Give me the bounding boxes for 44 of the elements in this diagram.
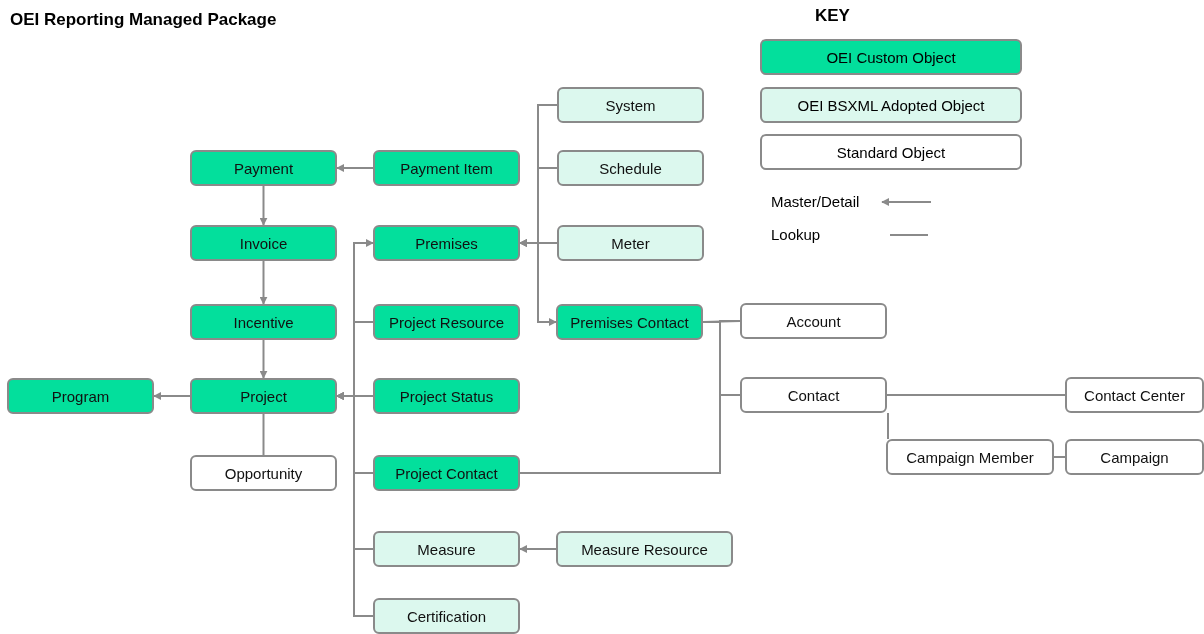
object-box: Campaign Member (886, 439, 1054, 475)
arrow (519, 239, 558, 247)
arrow (259, 260, 268, 305)
object-box: Contact Center (1065, 377, 1204, 413)
arrow (519, 242, 557, 326)
object-box: Program (7, 378, 154, 414)
object-box: Project (190, 378, 337, 414)
connector-line (887, 412, 889, 440)
object-box: Incentive (190, 304, 337, 340)
object-box: Payment Item (373, 150, 520, 186)
object-box: Schedule (557, 150, 704, 186)
connector-line (262, 413, 265, 456)
object-box: Premises Contact (556, 304, 703, 340)
object-box: Measure Resource (556, 531, 733, 567)
arrow (259, 339, 268, 379)
object-box: System (557, 87, 704, 123)
legend-text: OEI BSXML Adopted Object (797, 96, 985, 114)
arrow (336, 164, 374, 172)
legend-text: OEI Custom Object (826, 48, 956, 66)
legend-text: Master/Detail (771, 193, 860, 210)
arrow (336, 392, 374, 617)
object-box: Meter (557, 225, 704, 261)
arrow (259, 185, 268, 226)
object-box: Premises (373, 225, 520, 261)
object-box: Certification (373, 598, 520, 634)
legend-text: Lookup (771, 226, 821, 243)
object-box: Measure (373, 531, 520, 567)
object-box: Contact (740, 377, 887, 413)
legend-text: Standard Object (836, 143, 946, 161)
legend-heading: KEY (815, 6, 850, 26)
arrow (519, 545, 557, 553)
connector-line (886, 394, 1066, 396)
object-box: Account (740, 303, 887, 339)
connector-line (1053, 456, 1066, 458)
object-box: Project Status (373, 378, 520, 414)
diagram-title: OEI Reporting Managed Package (10, 10, 277, 30)
object-box: Invoice (190, 225, 337, 261)
arrow (153, 392, 191, 400)
object-box: Opportunity (190, 455, 337, 491)
object-box: Payment (190, 150, 337, 186)
connector-line (519, 320, 741, 474)
object-box: Project Contact (373, 455, 520, 491)
object-box: Campaign (1065, 439, 1204, 475)
object-box: Project Resource (373, 304, 520, 340)
